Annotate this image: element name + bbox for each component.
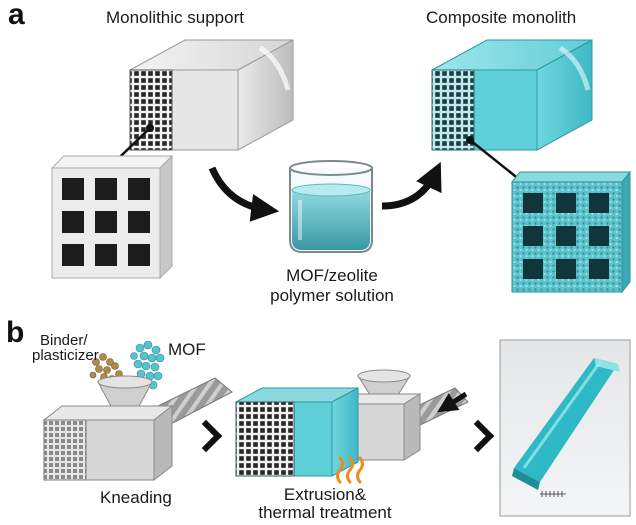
heat-waves (336, 456, 364, 484)
panel-label-b: b (6, 316, 25, 349)
extruded-channel-face (235, 401, 295, 477)
chevron-arrow-1 (201, 419, 223, 453)
solution-label-line2: polymer solution (270, 286, 394, 305)
cross-section-cells (62, 178, 150, 266)
kneader (42, 375, 233, 482)
composite-cross-section (510, 170, 632, 294)
chevron-arrow-2 (473, 419, 495, 453)
feed-arrow (437, 391, 468, 413)
solution-label-line1: MOF/zeolite (286, 266, 378, 285)
composite-cross-section-cells (523, 193, 609, 279)
composite-channel-face (431, 69, 475, 151)
monolithic-support-title: Monolithic support (106, 8, 244, 27)
monolith-cross-section (50, 154, 174, 280)
curved-arrow-to-composite (381, 161, 442, 210)
curved-arrow-to-beaker (208, 166, 280, 222)
kneading-label: Kneading (100, 488, 172, 507)
composite-monolith-title: Composite monolith (426, 8, 577, 27)
monolith-channel-face (129, 69, 173, 151)
binder-label-line1: Binder/ (40, 332, 88, 349)
monolith-photo (499, 339, 631, 517)
monolithic-support-block (129, 39, 294, 151)
mof-label: MOF (168, 340, 206, 359)
beaker (289, 160, 373, 253)
extrusion-label-line1: Extrusion& (283, 485, 367, 504)
extrusion-label-line2: thermal treatment (258, 503, 392, 522)
composite-monolith-block (431, 39, 593, 151)
panel-label-a: a (8, 0, 25, 31)
extruded-monolith (235, 387, 359, 477)
zoom-dot-right (466, 136, 474, 144)
zoom-leader-right (469, 139, 521, 181)
binder-label-line2: plasticizer (32, 347, 99, 364)
kneader-channel-face (43, 419, 87, 481)
photo-scale-bar (540, 491, 566, 497)
zoom-dot-left (146, 124, 154, 132)
